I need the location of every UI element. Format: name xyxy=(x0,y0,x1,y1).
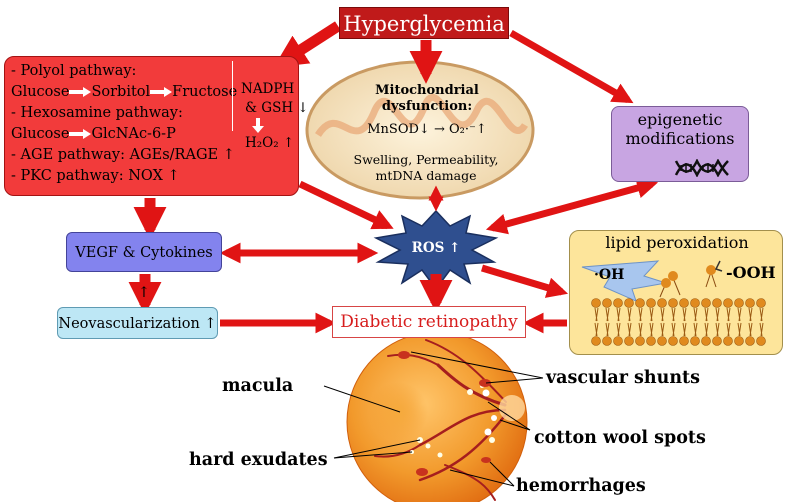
cotton-wool-spots-label: cotton wool spots xyxy=(534,428,706,448)
arrow-right-icon xyxy=(150,87,173,97)
vegf-box: VEGF & Cytokines ↑ xyxy=(66,232,222,301)
mnsod-label: MnSOD↓ → O₂·⁻↑ xyxy=(367,122,487,137)
pathways-box: - Polyol pathway: Glucose Sorbitol Fructos… xyxy=(4,56,309,196)
neovascularization-label: Neovascularization ↑ xyxy=(58,316,217,332)
arrow-epigenetic-ros xyxy=(485,177,659,235)
hexosamine-reaction: Glucose GlcNAc-6-P xyxy=(11,126,176,142)
vascular-shunts-label: vascular shunts xyxy=(546,368,700,388)
hexosamine-pathway-label: - Hexosamine pathway: xyxy=(11,105,183,121)
epigenetic-box: epigenetic modifications xyxy=(611,106,749,182)
polyol-reaction: Glucose Sorbitol Fructose xyxy=(11,84,237,100)
hydroperoxide-label: -OOH xyxy=(726,263,776,282)
macula-label: macula xyxy=(222,376,294,396)
nadph-label: NADPH xyxy=(241,81,295,97)
mito-title-line2: dysfunction: xyxy=(381,99,473,114)
age-pathway-label: - AGE pathway: AGEs/RAGE ↑ xyxy=(11,147,235,163)
glucose-label: Glucose xyxy=(11,84,70,100)
down-arrow-shaft xyxy=(256,118,260,126)
hemorrhages-label: hemorrhages xyxy=(516,476,646,496)
hydroxyl-radical-label: ·OH xyxy=(594,267,625,283)
arrow-hyperglycemia-to-epigenetic xyxy=(509,29,634,104)
hyperglycemia-box: Hyperglycemia xyxy=(339,7,509,39)
neovascularization-box: Neovascularization ↑ xyxy=(57,307,218,339)
mito-title: Mitochondrial dysfunction: xyxy=(368,83,486,115)
diabetic-retinopathy-box: Diabetic retinopathy xyxy=(332,306,526,338)
vegf-label: VEGF & Cytokines ↑ xyxy=(75,245,213,301)
glcnac-label: GlcNAc-6-P xyxy=(91,126,176,142)
retina-graphic xyxy=(323,331,544,502)
dna-icon xyxy=(674,159,729,177)
h2o2-label: H₂O₂ ↑ xyxy=(245,135,295,151)
hard-exudates-label: hard exudates xyxy=(189,450,328,470)
polyol-pathway-label: - Polyol pathway: xyxy=(11,63,137,79)
epigenetic-line1: epigenetic xyxy=(637,110,723,129)
bracket-line xyxy=(232,61,233,131)
hyperglycemia-label: Hyperglycemia xyxy=(343,12,505,36)
arrow-right-icon xyxy=(69,129,92,139)
lipid-title: lipid peroxidation xyxy=(605,233,749,252)
sorbitol-label: Sorbitol xyxy=(91,84,151,100)
arrow-pathways-to-ros xyxy=(298,180,394,230)
fructose-label: Fructose xyxy=(172,84,238,100)
membrane-graphic xyxy=(581,260,766,346)
mito-effects-line1: Swelling, Permeability, xyxy=(353,152,499,167)
arrow-ros-to-lipid xyxy=(480,264,569,298)
mito-effects-line2: mtDNA damage xyxy=(375,168,477,183)
ros-label: ROS ↑ xyxy=(411,240,461,256)
epigenetic-line2: modifications xyxy=(625,129,735,148)
gsh-label: & GSH ↓ xyxy=(245,100,309,116)
pkc-pathway-label: - PKC pathway: NOX ↑ xyxy=(11,168,180,184)
lipid-peroxidation-box: lipid peroxidation ·OH -OOH xyxy=(569,230,783,355)
mito-title-line1: Mitochondrial xyxy=(375,83,479,98)
mito-effects: Swelling, Permeability, mtDNA damage xyxy=(346,152,506,184)
arrow-right-icon xyxy=(69,87,92,97)
glucose-label: Glucose xyxy=(11,126,70,142)
diabetic-retinopathy-label: Diabetic retinopathy xyxy=(340,312,518,332)
down-arrow-icon xyxy=(252,126,264,133)
